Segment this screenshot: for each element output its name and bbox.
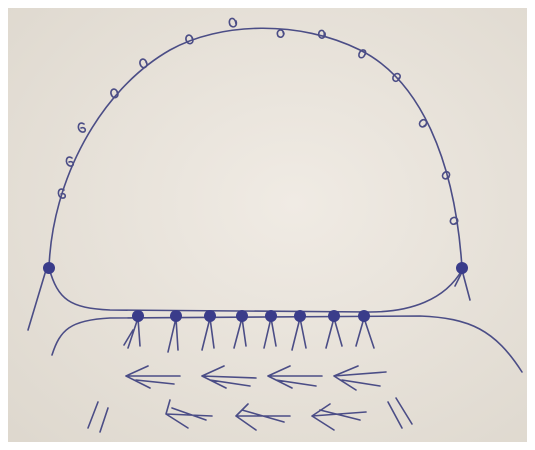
bead-left — [43, 262, 55, 274]
paper-background — [8, 8, 527, 442]
bead — [294, 310, 306, 322]
bead — [204, 310, 216, 322]
bead — [170, 310, 182, 322]
bead — [328, 310, 340, 322]
bead — [358, 310, 370, 322]
bead — [132, 310, 144, 322]
bead — [236, 310, 248, 322]
bead-right — [456, 262, 468, 274]
bead — [265, 310, 277, 322]
